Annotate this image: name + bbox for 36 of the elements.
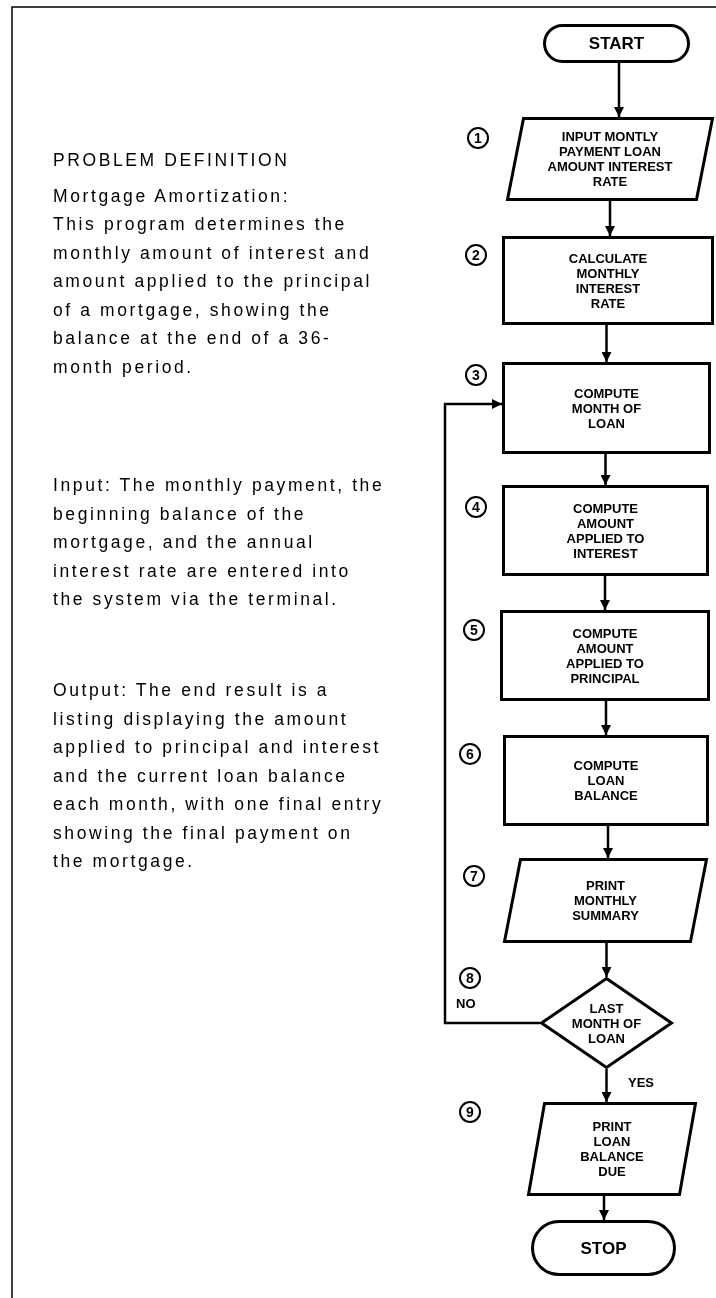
input-output-parallelogram: PRINT LOAN BALANCE DUE (527, 1102, 697, 1196)
flow-arrow (600, 454, 611, 485)
process-box: COMPUTE AMOUNT APPLIED TO INTEREST (502, 485, 709, 576)
step-number: 5 (463, 619, 485, 641)
paragraph-heading: Mortgage Amortization: (53, 185, 292, 208)
decision-diamond: LAST MONTH OF LOAN (540, 977, 673, 1069)
flow-arrow (599, 1196, 609, 1220)
flow-arrow (601, 701, 611, 735)
process-box: COMPUTE AMOUNT APPLIED TO PRINCIPAL (500, 610, 710, 701)
flow-arrow (600, 576, 610, 610)
step-number: 7 (463, 865, 485, 887)
step-number: 8 (459, 967, 481, 989)
step-number: 3 (465, 364, 487, 386)
description-paragraph: Input: The monthly payment, the beginning balance of the mortgage, and the annual interest rate are entered into the system via the terminal. (53, 474, 386, 611)
step-number: 1 (467, 127, 489, 149)
process-box: COMPUTE LOAN BALANCE (503, 735, 709, 826)
flow-arrow (603, 826, 613, 858)
step-number: 6 (459, 743, 481, 765)
flow-arrow (601, 943, 612, 977)
section-heading: PROBLEM DEFINITION (53, 149, 291, 172)
flow-arrow (601, 1069, 612, 1102)
flow-arrow (605, 201, 615, 236)
input-output-parallelogram: INPUT MONTLY PAYMENT LOAN AMOUNT INTEREST RATE (506, 117, 714, 201)
process-box: COMPUTE MONTH OF LOAN (502, 362, 711, 454)
flow-arrow (614, 63, 624, 117)
description-paragraph: This program determines the monthly amount of interest and amount applied to the principal of a mortgage, showing the balance at the end of a 36-month period. (53, 213, 373, 379)
step-number: 9 (459, 1101, 481, 1123)
edge-label: YES (627, 1075, 655, 1090)
flow-arrow (443, 399, 540, 1025)
description-paragraph: Output: The end result is a listing displaying the amount applied to principal and interest and the current loan balance each month, with one final entry showing the final payment on the mortgage. (53, 679, 385, 873)
process-box: CALCULATE MONTHLY INTEREST RATE (502, 236, 714, 325)
edge-label: NO (455, 996, 477, 1011)
step-number: 2 (465, 244, 487, 266)
step-number: 4 (465, 496, 487, 518)
input-output-parallelogram: PRINT MONTHLY SUMMARY (503, 858, 708, 943)
flow-arrow (601, 325, 612, 362)
